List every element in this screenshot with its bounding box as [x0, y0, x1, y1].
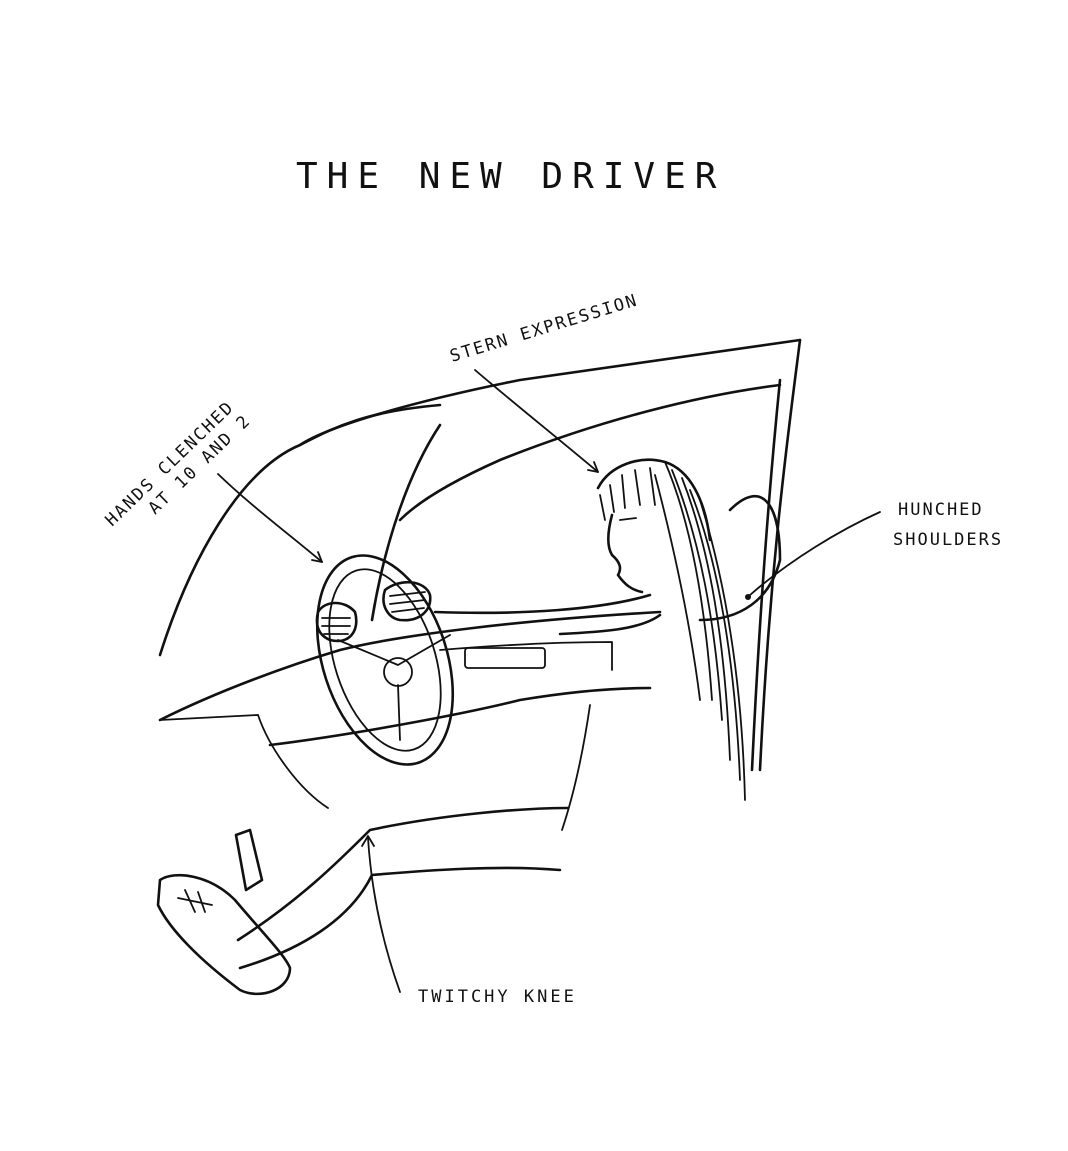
page-title: THE NEW DRIVER — [296, 156, 725, 197]
car-frame-drawing — [156, 338, 802, 996]
annotation-shoulders-line2: SHOULDERS — [893, 530, 1003, 550]
annotation-arrows — [217, 369, 881, 993]
annotation-shoulders-line1: HUNCHED — [898, 500, 984, 520]
annotation-stern-expression: STERN EXPRESSION — [448, 290, 641, 366]
annotation-hands-line1: HANDS CLENCHED — [102, 397, 239, 530]
driver-figure-drawing — [433, 458, 782, 801]
annotation-twitchy-knee: TWITCHY KNEE — [418, 987, 577, 1007]
